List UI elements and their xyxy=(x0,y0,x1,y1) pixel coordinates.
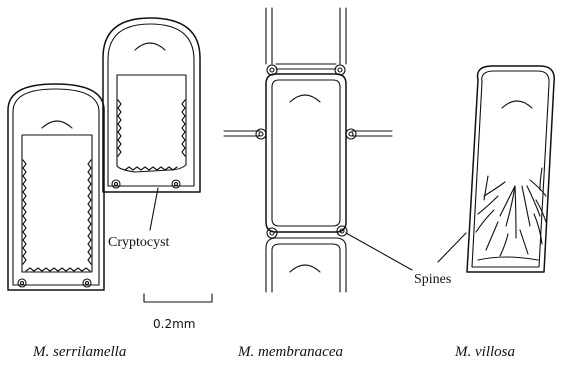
species-label-serrilamella: M. serrilamella xyxy=(32,344,126,360)
cryptocyst-label: Cryptocyst xyxy=(108,235,170,250)
membranacea-drawing xyxy=(224,8,392,292)
scale-bar: 0.2mm xyxy=(144,294,212,331)
spines-label: Spines xyxy=(414,272,451,287)
serrilamella-lower-zooid xyxy=(8,84,104,290)
cryptocyst-pointer xyxy=(150,188,158,230)
species-label-villosa: M. villosa xyxy=(454,344,515,360)
serrilamella-upper-zooid xyxy=(103,18,200,192)
scale-label: 0.2mm xyxy=(153,317,195,331)
villosa-drawing xyxy=(467,66,554,272)
villosa-spines xyxy=(476,168,546,256)
spines-pointer-membranacea xyxy=(346,233,412,270)
species-label-membranacea: M. membranacea xyxy=(237,344,343,360)
serrilamella-drawing: Cryptocyst xyxy=(8,18,200,290)
membranacea-spines xyxy=(256,65,356,238)
spines-pointer-villosa xyxy=(438,233,466,262)
